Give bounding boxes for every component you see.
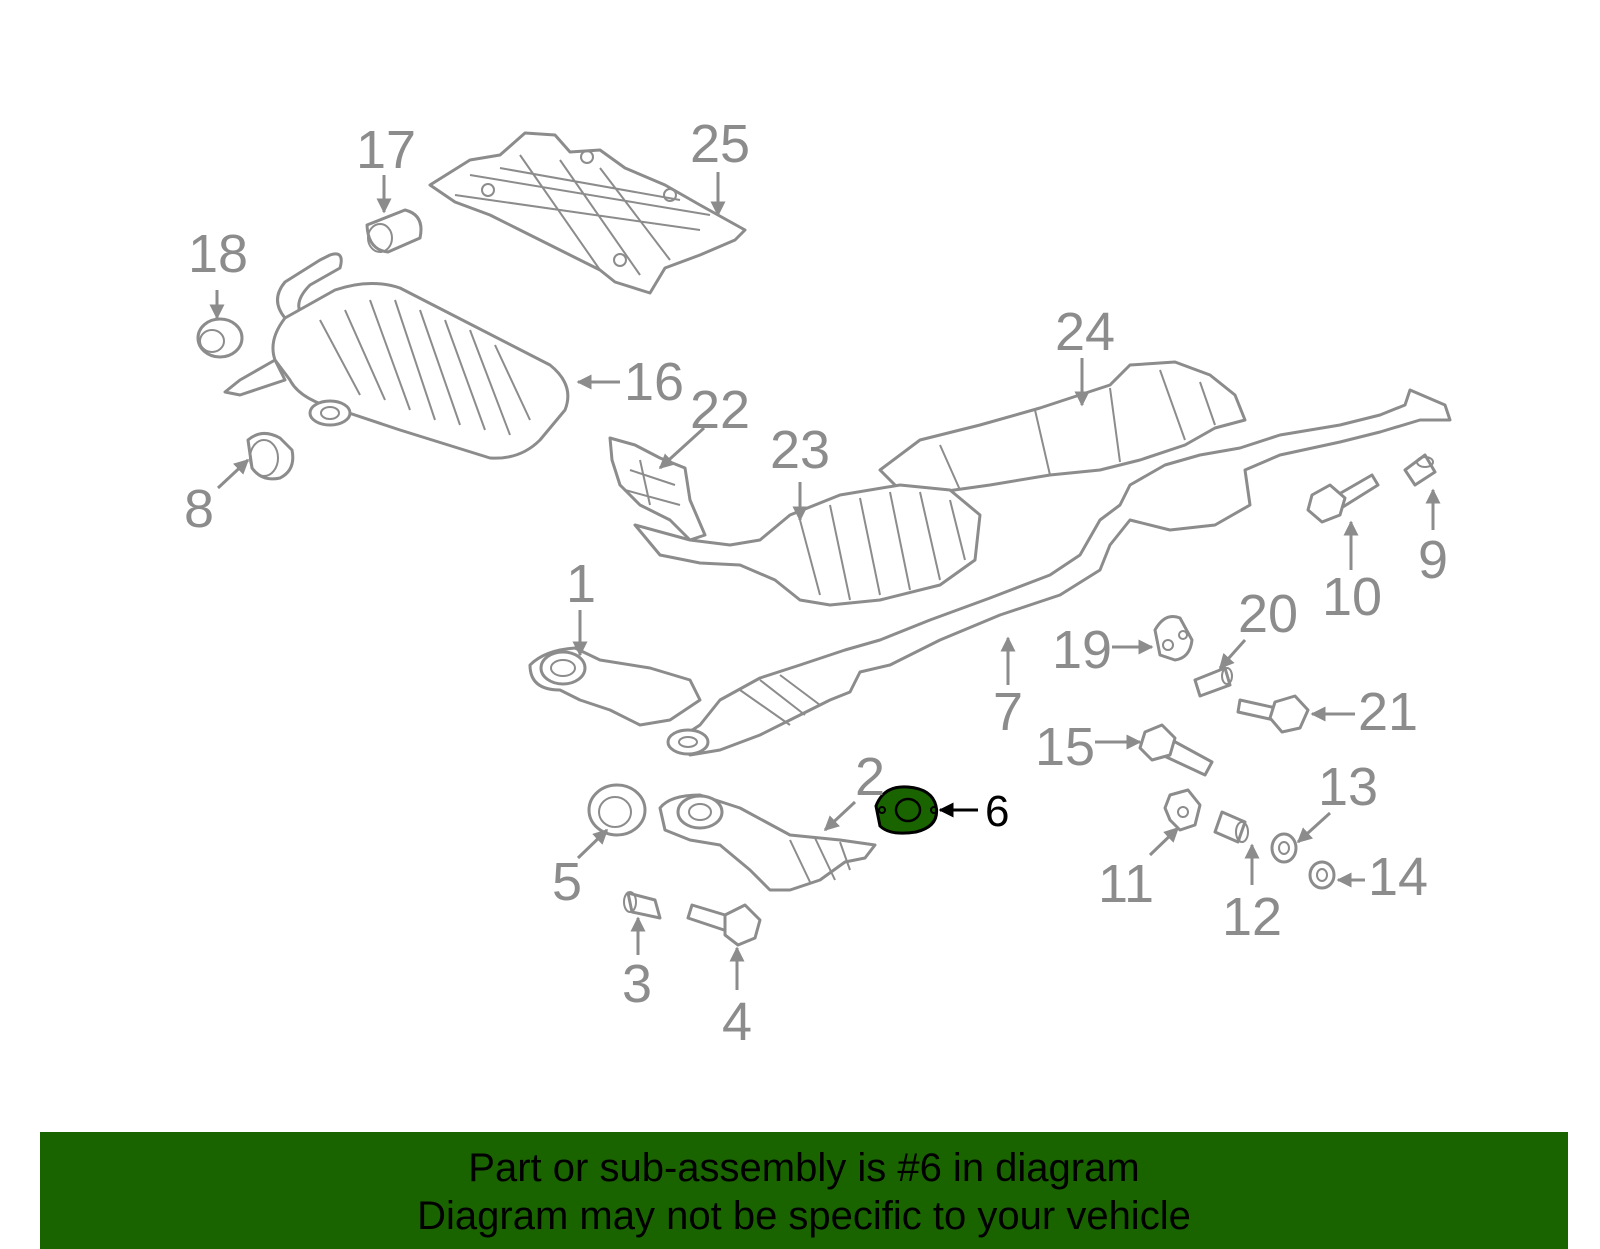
part-4-bolt[interactable] <box>686 903 762 947</box>
exhaust-parts-diagram: 17 25 18 16 8 22 24 23 1 7 10 9 19 20 21… <box>184 114 1452 1052</box>
callout-4: 4 <box>722 992 752 1052</box>
part-22-bracket[interactable] <box>608 436 707 542</box>
part-10-bolt[interactable] <box>1306 473 1380 524</box>
part-2-converter-pipe[interactable] <box>658 793 877 892</box>
part-21-bolt[interactable] <box>1236 694 1310 734</box>
callout-13: 13 <box>1318 757 1378 817</box>
part-15-bolt[interactable] <box>1138 723 1214 777</box>
part-25-floor-heat-shield[interactable] <box>428 131 747 295</box>
leader-lines <box>209 172 1441 990</box>
callout-1: 1 <box>566 554 596 614</box>
part-20-sleeve[interactable] <box>1193 666 1233 698</box>
callout-14: 14 <box>1368 847 1428 907</box>
callout-18: 18 <box>188 224 248 284</box>
part-1-flange-pipe[interactable] <box>528 646 702 727</box>
part-5-gasket-ring[interactable] <box>587 783 647 837</box>
callout-5: 5 <box>552 852 582 912</box>
part-6-gasket-highlighted[interactable] <box>874 785 939 835</box>
callout-3: 3 <box>622 954 652 1014</box>
callout-9: 9 <box>1418 530 1448 590</box>
part-3-stud[interactable] <box>623 891 662 920</box>
part-7-front-pipe[interactable] <box>666 388 1452 757</box>
part-19-hanger[interactable] <box>1153 615 1194 662</box>
part-18-bushing[interactable] <box>196 317 244 359</box>
part-16-muffler[interactable] <box>223 252 570 460</box>
callout-19: 19 <box>1052 620 1112 680</box>
part-12-sleeve[interactable] <box>1213 810 1249 844</box>
callout-25: 25 <box>690 114 750 174</box>
callout-22: 22 <box>690 380 750 440</box>
callout-7: 7 <box>993 682 1023 742</box>
callout-21: 21 <box>1358 682 1418 742</box>
callout-8: 8 <box>184 479 214 539</box>
callout-24: 24 <box>1055 302 1115 362</box>
part-13-washer[interactable] <box>1270 832 1298 864</box>
part-9-stud[interactable] <box>1403 453 1437 487</box>
callout-labels: 17 25 18 16 8 22 24 23 1 7 10 9 19 20 21… <box>184 114 1448 1052</box>
part-11-hanger[interactable] <box>1163 788 1202 832</box>
callout-2: 2 <box>855 747 885 807</box>
banner-line-1: Part or sub-assembly is #6 in diagram <box>468 1146 1140 1190</box>
part-23-converter-shield[interactable] <box>633 483 982 607</box>
callout-17: 17 <box>356 120 416 180</box>
callout-16: 16 <box>624 352 684 412</box>
part-8-gasket-ring[interactable] <box>246 432 295 481</box>
part-17-rubber-hanger[interactable] <box>365 208 423 254</box>
callout-12: 12 <box>1222 887 1282 947</box>
callout-10: 10 <box>1322 567 1382 627</box>
banner-line-2: Diagram may not be specific to your vehi… <box>417 1194 1191 1238</box>
info-banner: Part or sub-assembly is #6 in diagram Di… <box>40 1132 1568 1249</box>
part-24-heat-shield[interactable] <box>878 360 1247 494</box>
callout-15: 15 <box>1035 717 1095 777</box>
part-14-washer[interactable] <box>1308 860 1336 890</box>
callout-6: 6 <box>985 787 1009 836</box>
callout-11: 11 <box>1098 854 1154 914</box>
callout-23: 23 <box>770 420 830 480</box>
callout-20: 20 <box>1238 584 1298 644</box>
